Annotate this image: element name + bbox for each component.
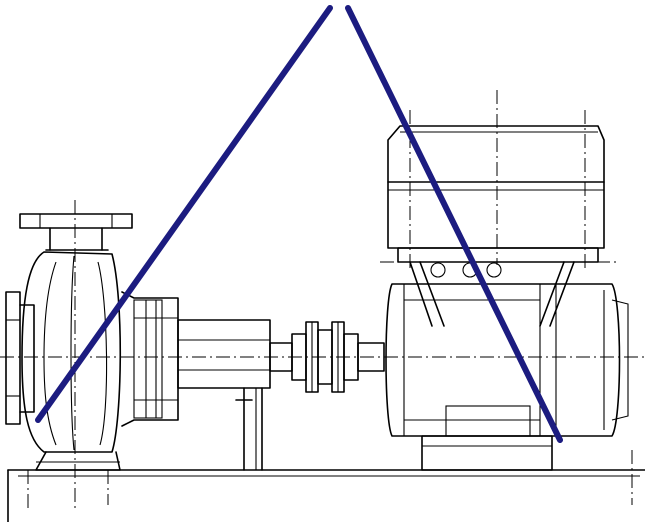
- coupling: [291, 321, 385, 393]
- pump-support: [235, 387, 263, 471]
- suction-flange: [5, 291, 21, 425]
- motor-body: [385, 283, 621, 437]
- electric-motor: [385, 125, 629, 471]
- bearing-bracket: [121, 291, 179, 427]
- motor-foot: [421, 435, 553, 471]
- base-frame: [7, 469, 645, 522]
- terminal-box: [387, 125, 605, 249]
- sling-left-leg: [35, 5, 333, 423]
- centre-lines: [0, 90, 645, 510]
- lifting-sling-icon: [35, 5, 563, 443]
- pump: [5, 213, 293, 471]
- volute-casing: [21, 251, 122, 453]
- bearing-housing: [177, 319, 271, 389]
- discharge-flange: [19, 213, 133, 229]
- motor-shaft: [357, 342, 385, 372]
- sling-right-leg: [345, 5, 563, 443]
- pump-foot: [35, 451, 121, 471]
